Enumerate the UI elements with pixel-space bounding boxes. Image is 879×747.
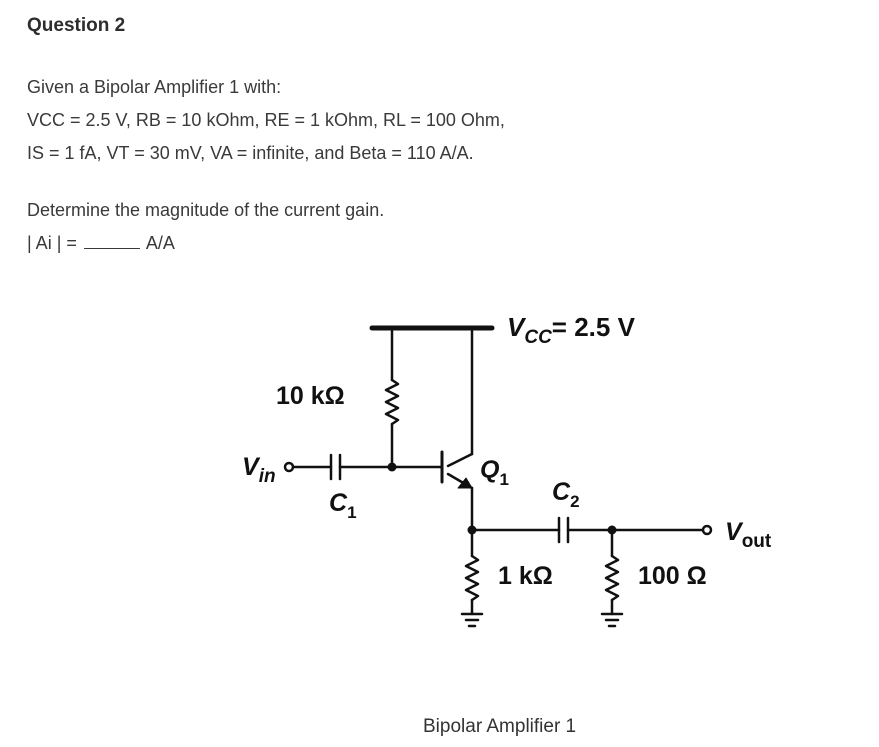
q1-label: Q1	[480, 456, 509, 489]
figure-caption: Bipolar Amplifier 1	[423, 716, 577, 737]
re-label: 1 kΩ	[498, 562, 553, 590]
answer-prefix: | Ai | =	[27, 233, 77, 253]
question-params-1: VCC = 2.5 V, RB = 10 kOhm, RE = 1 kOhm, …	[27, 110, 505, 130]
vout-label: Vout	[725, 518, 772, 552]
c2-label: C2	[552, 478, 580, 511]
question-title: Question 2	[27, 15, 126, 36]
vout-terminal	[701, 524, 713, 536]
rb-label: 10 kΩ	[276, 382, 345, 410]
c1-label: C1	[329, 489, 357, 522]
emitter-junction-dot	[467, 525, 477, 535]
emitter-arrow	[457, 477, 473, 489]
collector-lead	[446, 452, 474, 468]
rl-label: 100 Ω	[638, 562, 707, 590]
re-resistor	[464, 554, 480, 602]
question-params-2: IS = 1 fA, VT = 30 mV, VA = infinite, an…	[27, 143, 474, 163]
rl-resistor	[604, 554, 620, 602]
question-prompt: Determine the magnitude of the current g…	[27, 200, 385, 220]
answer-blank[interactable]	[83, 236, 140, 249]
vcc-label: VCC= 2.5 V	[507, 312, 636, 348]
vin-label: Vin	[242, 453, 276, 487]
base-junction-dot	[387, 462, 397, 472]
output-junction-dot	[607, 525, 617, 535]
question-intro: Given a Bipolar Amplifier 1 with:	[27, 77, 282, 97]
rb-resistor	[384, 378, 400, 426]
answer-unit: A/A	[145, 233, 175, 253]
answer-line: | Ai | = A/A	[27, 233, 175, 254]
